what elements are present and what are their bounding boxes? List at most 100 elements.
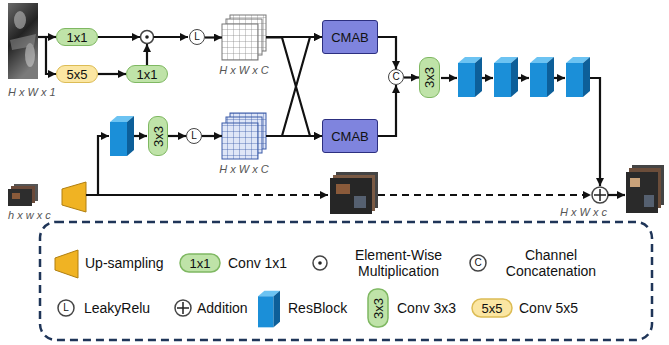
image-detail bbox=[354, 196, 366, 208]
feature-map: H x W x C bbox=[222, 113, 266, 159]
legend-addition-cross bbox=[177, 302, 189, 314]
legend-sample-label: 3x3 bbox=[368, 289, 388, 327]
legend-multiply-dot bbox=[318, 261, 322, 265]
activation-circle: L bbox=[186, 128, 202, 144]
dashed-wire bbox=[230, 194, 328, 196]
wire bbox=[86, 136, 109, 195]
legend-resblock bbox=[258, 291, 280, 328]
lowres-image: h x w x c bbox=[8, 184, 38, 206]
legend-text: Channel Concatenation bbox=[495, 247, 607, 279]
legend-sample-label: 1x1 bbox=[180, 254, 220, 272]
legend-conv bbox=[368, 289, 388, 327]
image-detail bbox=[14, 11, 26, 29]
dimension-label: H x W x 1 bbox=[8, 86, 56, 98]
legend-text: Conv 5x5 bbox=[519, 300, 578, 316]
conv-box: 1x1 bbox=[56, 28, 98, 46]
legend-addition bbox=[175, 300, 191, 316]
wire bbox=[518, 77, 529, 79]
conv-box: 5x5 bbox=[56, 65, 98, 83]
conv-box: 3x3 bbox=[419, 57, 440, 98]
dimension-label: H x W x C bbox=[219, 64, 269, 76]
wire bbox=[98, 36, 140, 38]
feature-map: H x W x C bbox=[222, 15, 266, 60]
arrow-connector bbox=[205, 36, 222, 38]
activation-circle: L bbox=[189, 29, 205, 45]
resblock bbox=[458, 57, 482, 97]
wire bbox=[590, 78, 600, 186]
addition-symbol bbox=[592, 187, 608, 203]
dimension-label: H x W x C bbox=[219, 163, 269, 175]
wire bbox=[554, 77, 565, 79]
resblock bbox=[566, 57, 590, 97]
input-image bbox=[8, 3, 38, 79]
legend-conv bbox=[180, 254, 220, 272]
image-detail bbox=[336, 184, 350, 194]
conv-box: 1x1 bbox=[126, 65, 168, 83]
resblock bbox=[530, 57, 554, 97]
image-detail bbox=[12, 193, 20, 199]
sample-text: C bbox=[474, 258, 481, 268]
arrow-connector bbox=[266, 38, 322, 137]
arrow-connector bbox=[404, 76, 419, 78]
arrow-connector bbox=[38, 37, 56, 74]
resblock bbox=[494, 57, 518, 97]
node-label: C bbox=[392, 72, 399, 82]
arrow-connector bbox=[266, 135, 322, 137]
node-label: 3x3 bbox=[423, 67, 436, 88]
resblock bbox=[110, 116, 134, 156]
dimension-label: H x W x c bbox=[560, 206, 607, 218]
image-detail bbox=[644, 195, 654, 207]
arrow-connector bbox=[378, 37, 396, 69]
sample-text: 3x3 bbox=[372, 298, 385, 319]
wire bbox=[98, 194, 230, 196]
arrow-connector bbox=[168, 135, 186, 137]
node-label: CMAB bbox=[331, 130, 369, 143]
arrow-connector bbox=[202, 135, 222, 137]
feature-map bbox=[222, 123, 258, 159]
sample-text: 5x5 bbox=[482, 302, 503, 315]
legend-text: Conv 1x1 bbox=[228, 255, 287, 271]
cmab-box: CMAB bbox=[322, 20, 378, 54]
sample-text: L bbox=[63, 303, 69, 313]
wire bbox=[482, 77, 493, 79]
legend-sample-label: C bbox=[470, 255, 486, 271]
wire bbox=[441, 77, 457, 79]
feature-map bbox=[222, 24, 258, 60]
cmab-box: CMAB bbox=[322, 119, 378, 153]
wire bbox=[608, 194, 625, 196]
legend-sample-label: L bbox=[58, 300, 74, 316]
legend-concat bbox=[470, 255, 486, 271]
legend-sample-label: 5x5 bbox=[472, 299, 512, 317]
multiply-symbol bbox=[141, 31, 154, 44]
image-detail bbox=[10, 34, 36, 50]
wire bbox=[134, 135, 147, 137]
arrow-connector bbox=[378, 85, 396, 136]
image-detail bbox=[630, 178, 640, 187]
legend-upsampling bbox=[55, 250, 78, 278]
node-label: CMAB bbox=[331, 31, 369, 44]
node-label: L bbox=[191, 131, 197, 141]
output-image: H x W x c bbox=[626, 165, 664, 213]
node-label: L bbox=[194, 32, 200, 42]
legend-conv bbox=[472, 299, 512, 317]
upsampled-image bbox=[330, 178, 372, 214]
output-image bbox=[626, 172, 658, 213]
wire bbox=[146, 44, 148, 65]
node-label: 5x5 bbox=[67, 68, 88, 81]
legend-text: ResBlock bbox=[288, 300, 347, 316]
wire bbox=[154, 36, 189, 38]
conv-box: 3x3 bbox=[148, 116, 168, 156]
upsampling-symbol bbox=[62, 182, 86, 212]
concat-circle: C bbox=[388, 69, 404, 85]
node-label: 3x3 bbox=[152, 126, 165, 147]
legend-multiply bbox=[313, 256, 327, 270]
legend-text: Addition bbox=[197, 300, 248, 316]
lowres-image bbox=[8, 189, 32, 206]
dimension-label: h x w x c bbox=[8, 209, 51, 221]
node-label: 1x1 bbox=[137, 68, 158, 81]
legend-leakyrelu bbox=[58, 300, 74, 316]
legend-text: Element-Wise Multiplication bbox=[336, 247, 461, 279]
node-label: 1x1 bbox=[67, 31, 88, 44]
legend-text: LeakyRelu bbox=[84, 300, 150, 316]
